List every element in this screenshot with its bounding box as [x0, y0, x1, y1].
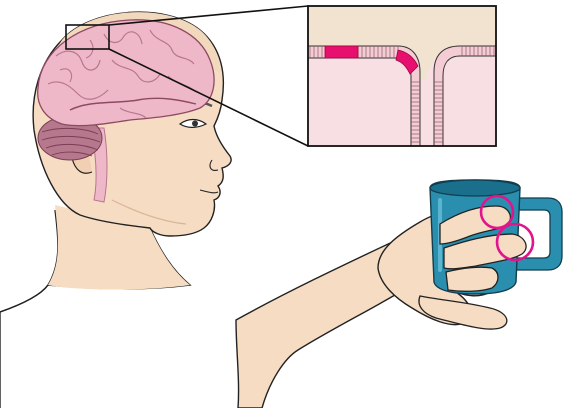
- sensory-highlight-1: [325, 46, 358, 58]
- shoulder-line: [0, 285, 48, 312]
- brain: [38, 20, 214, 126]
- mug-rim: [430, 180, 520, 196]
- head: [0, 12, 231, 408]
- cortex-inset: [308, 6, 496, 146]
- finger-ring: [446, 267, 498, 291]
- pupil: [192, 121, 198, 127]
